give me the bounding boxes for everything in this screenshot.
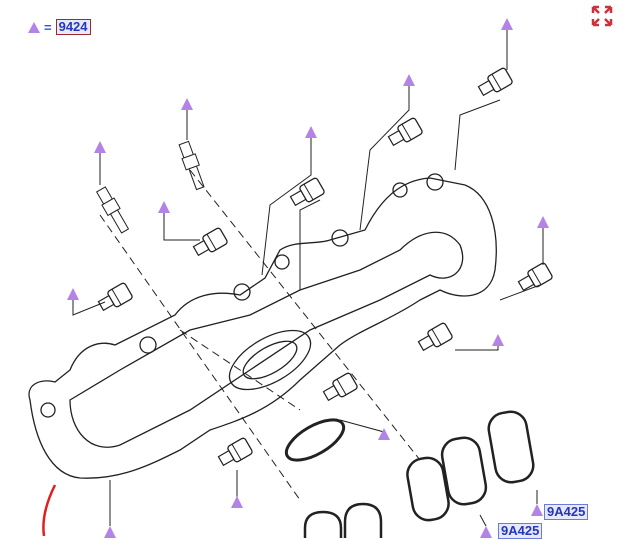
triangle-marker <box>181 98 193 110</box>
triangle-marker <box>158 201 170 213</box>
bolts <box>95 67 553 467</box>
leader-line <box>163 213 200 241</box>
bolt <box>289 177 325 207</box>
bolt <box>417 322 453 352</box>
triangle-marker <box>403 74 415 86</box>
bolt <box>192 227 228 257</box>
triangle-marker <box>492 334 504 346</box>
bolt <box>477 67 513 97</box>
leader-line <box>359 86 410 231</box>
expand-arrows-icon[interactable] <box>590 4 614 28</box>
outlet-flange <box>228 329 312 391</box>
sensor <box>178 140 205 191</box>
flange-gasket <box>284 418 346 462</box>
bolt <box>97 282 133 312</box>
manifold <box>28 173 497 479</box>
bolt <box>387 117 423 147</box>
gasket <box>487 410 535 484</box>
gasket <box>303 510 343 538</box>
manifold-inner <box>69 231 464 448</box>
gasket <box>406 456 450 522</box>
triangle-marker <box>305 126 317 138</box>
callout-part-number[interactable]: 9A425 <box>498 523 543 539</box>
gasket <box>343 502 383 538</box>
center-lines <box>99 169 421 501</box>
red-arc <box>42 484 57 537</box>
triangle-marker <box>501 18 513 30</box>
outlet-port <box>242 340 298 380</box>
triangle-marker <box>531 504 543 516</box>
legend-equals: = <box>44 19 52 35</box>
triangle-marker <box>67 288 79 300</box>
leader-line <box>261 138 312 276</box>
bolt <box>217 437 253 467</box>
legend-part-number[interactable]: 9424 <box>55 19 91 35</box>
triangle-marker <box>537 216 549 228</box>
triangle-marker <box>231 496 243 508</box>
intake-gaskets <box>303 410 535 538</box>
leader-line <box>454 99 501 171</box>
leader-line <box>479 514 487 527</box>
bolt <box>517 262 553 292</box>
legend: = 9424 <box>28 19 91 35</box>
gasket <box>440 436 488 506</box>
leader-lines <box>72 30 544 527</box>
leader-line <box>499 284 541 301</box>
bolt <box>322 372 358 402</box>
triangle-marker <box>104 526 116 538</box>
callout-part-number[interactable]: 9A425 <box>544 504 589 520</box>
sensor <box>95 186 130 234</box>
triangle-marker <box>480 526 492 538</box>
triangle-marker-icon <box>28 21 40 33</box>
leader-line <box>72 300 106 316</box>
leader-line <box>455 346 499 351</box>
manifold-body <box>28 177 497 479</box>
triangle-markers <box>67 18 549 538</box>
triangle-marker <box>94 141 106 153</box>
triangle-marker <box>378 428 390 440</box>
leader-line <box>339 419 385 440</box>
leader-line <box>299 199 321 290</box>
